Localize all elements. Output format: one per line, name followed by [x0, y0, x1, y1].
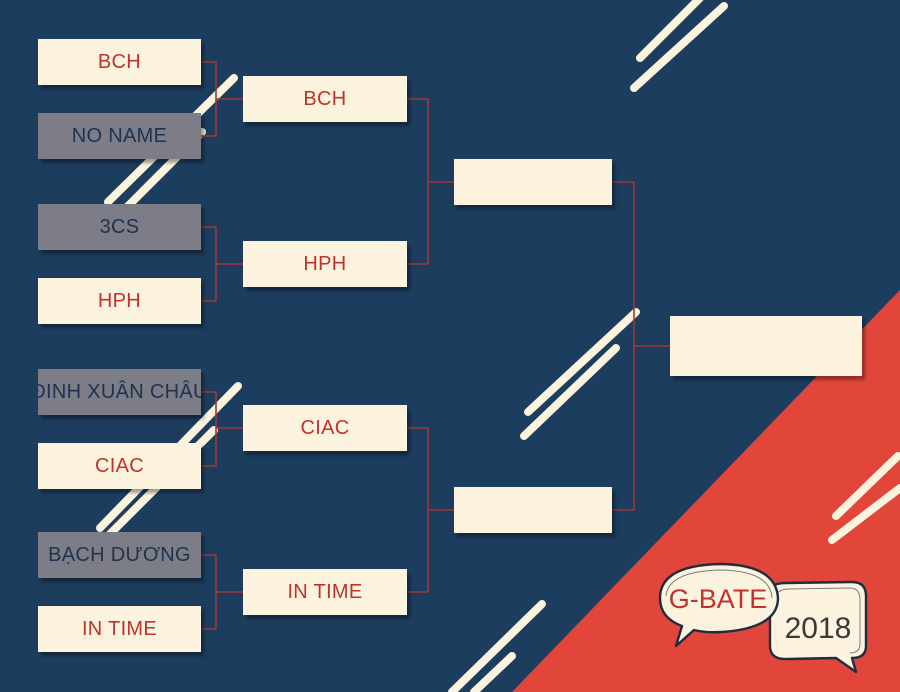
round1-slot-4: HPH [38, 278, 201, 324]
round2-slot-3: CIAC [243, 405, 407, 451]
team-name: IN TIME [81, 617, 158, 640]
team-name: NO NAME [71, 124, 168, 147]
team-name: ĐINH XUÂN CHÂU [38, 380, 201, 403]
team-name: IN TIME [287, 580, 363, 603]
round1-slot-8: IN TIME [38, 606, 201, 652]
semifinal-slot-2 [454, 487, 612, 533]
round1-slot-5: ĐINH XUÂN CHÂU [38, 369, 201, 415]
semifinal-slot-1 [454, 159, 612, 205]
round1-slot-6: CIAC [38, 443, 201, 489]
logo-year: 2018 [785, 612, 852, 645]
year-speech-bubble: 2018 [768, 580, 868, 674]
round2-slot-1: BCH [243, 76, 407, 122]
round1-slot-3: 3CS [38, 204, 201, 250]
round2-slot-4: IN TIME [243, 569, 407, 615]
team-name: BCH [97, 50, 142, 73]
logo-name: G-BATE [669, 584, 768, 614]
round1-slot-7: BẠCH DƯƠNG [38, 532, 201, 578]
name-speech-bubble: G-BATE [658, 562, 780, 648]
round1-slot-2: NO NAME [38, 113, 201, 159]
team-name: HPH [97, 289, 142, 312]
team-name: CIAC [300, 416, 350, 439]
round1-slot-1: BCH [38, 39, 201, 85]
final-slot [670, 316, 862, 376]
round2-slot-2: HPH [243, 241, 407, 287]
team-name: CIAC [95, 454, 144, 477]
team-name: BẠCH DƯƠNG [48, 543, 191, 566]
team-name: BCH [303, 87, 347, 110]
team-name: HPH [303, 252, 347, 275]
team-name: 3CS [99, 215, 140, 238]
